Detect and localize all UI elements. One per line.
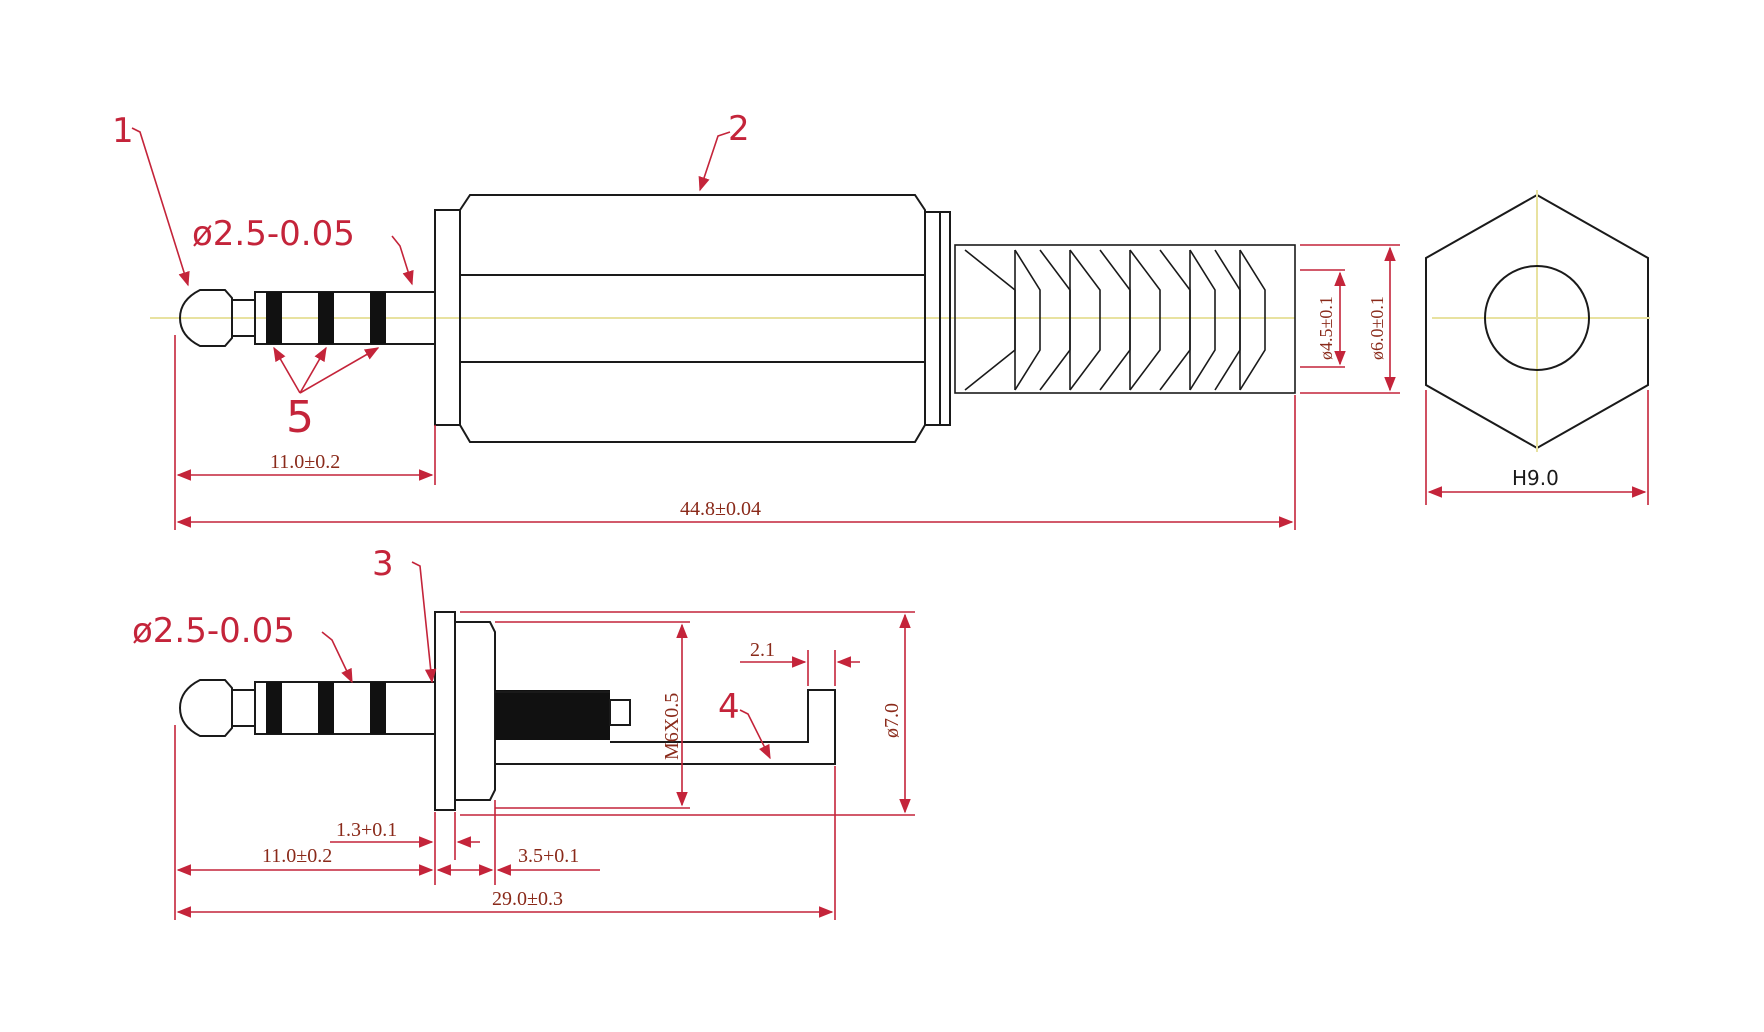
top-dimensions bbox=[174, 244, 1649, 530]
top-front-collar bbox=[434, 209, 461, 426]
bottom-clip-width-label: 2.1 bbox=[750, 639, 775, 661]
callout-5: 5 bbox=[286, 392, 314, 443]
bottom-contact-rings bbox=[266, 682, 386, 734]
callout-3: 3 bbox=[372, 544, 394, 584]
callout-1: 1 bbox=[112, 111, 134, 151]
bottom-tip-length-label: 11.0±0.2 bbox=[262, 845, 332, 867]
top-hex-body bbox=[459, 194, 951, 443]
top-outer-diameter-label: ø6.0±0.1 bbox=[1367, 296, 1387, 360]
top-hex-end-view bbox=[1425, 190, 1650, 452]
top-hex-width-label: H9.0 bbox=[1512, 466, 1559, 490]
bottom-plug-tip bbox=[178, 679, 436, 737]
bottom-body-diameter-label: ø7.0 bbox=[881, 703, 903, 738]
top-contact-rings bbox=[266, 292, 386, 344]
bottom-view: 3 4 ø2.5-0.05 M6X0.5 2.1 ø7.0 1.3+0.1 11… bbox=[132, 544, 915, 920]
bottom-leaders bbox=[321, 561, 771, 760]
bottom-total-length-label: 29.0±0.3 bbox=[492, 888, 563, 910]
top-tip-length-label: 11.0±0.2 bbox=[270, 451, 340, 473]
top-inner-diameter-label: ø4.5±0.1 bbox=[1316, 296, 1336, 360]
bottom-flange bbox=[434, 611, 496, 811]
top-grip bbox=[954, 244, 1296, 394]
top-total-length-label: 44.8±0.04 bbox=[680, 498, 761, 520]
callout-4: 4 bbox=[718, 687, 740, 727]
bottom-spring-clip bbox=[494, 689, 836, 765]
bottom-dimensions bbox=[174, 611, 915, 920]
bottom-thread-label: M6X0.5 bbox=[661, 693, 683, 760]
top-view: 1 2 5 ø2.5-0.05 11.0±0.2 44.8±0.04 ø4.5±… bbox=[112, 109, 1650, 530]
bottom-tip-diameter-label: ø2.5-0.05 bbox=[132, 611, 295, 651]
bottom-thread bbox=[495, 690, 631, 740]
callout-2: 2 bbox=[728, 109, 750, 149]
top-leaders bbox=[131, 127, 731, 394]
top-tip-diameter-label: ø2.5-0.05 bbox=[192, 214, 355, 254]
bottom-flange-thickness-label: 1.3+0.1 bbox=[336, 819, 397, 841]
bottom-thread-length-label: 3.5+0.1 bbox=[518, 845, 579, 867]
